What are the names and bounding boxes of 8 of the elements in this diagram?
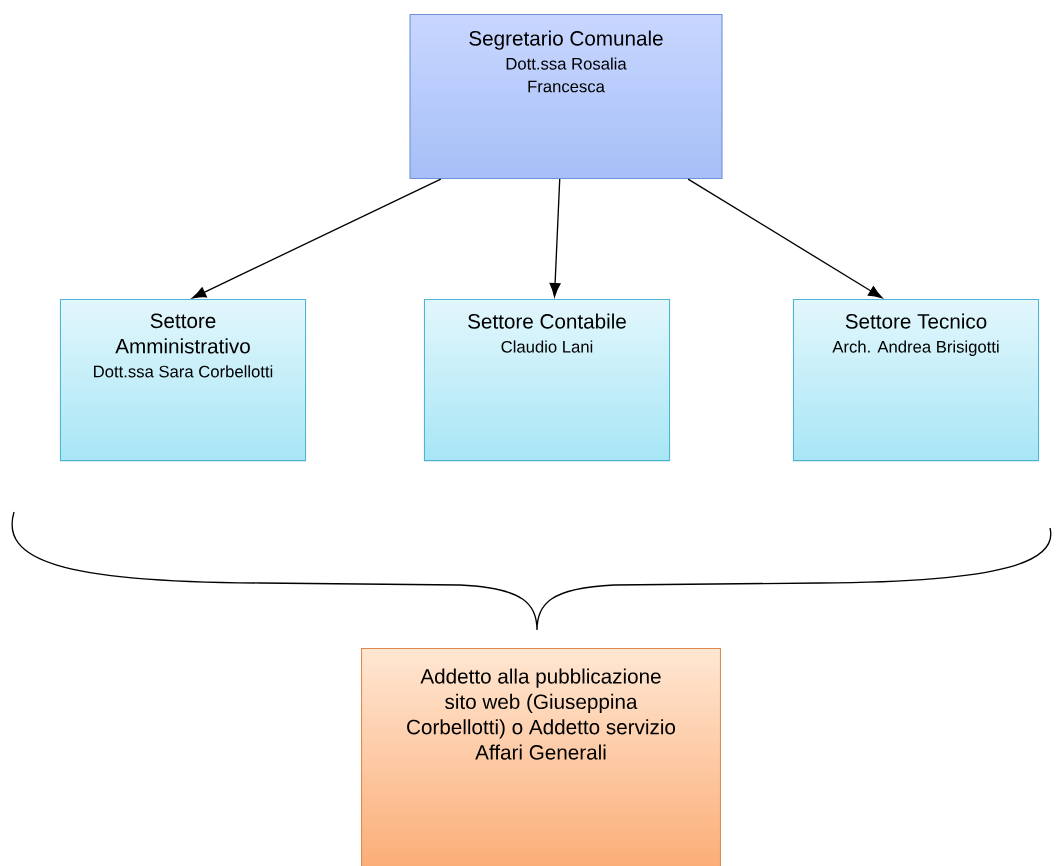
org-box: Settore Amministrativo Dott.ssa Sara Corbellotti	[59, 299, 307, 462]
arrow	[549, 178, 561, 297]
arrow	[687, 178, 883, 299]
org-box: Addetto alla pubblicazione sito web (Giuseppina Corbellotti) o Addetto servizio Affari Generali	[361, 648, 721, 866]
org-box: Settore Tecnico Arch. Andrea Brisigotti	[792, 299, 1040, 462]
arrow	[192, 178, 442, 299]
org-box: Segretario Comunale Dott.ssa Rosalia Francesca	[409, 14, 723, 180]
org-box: Settore Contabile Claudio Lani	[423, 299, 671, 462]
